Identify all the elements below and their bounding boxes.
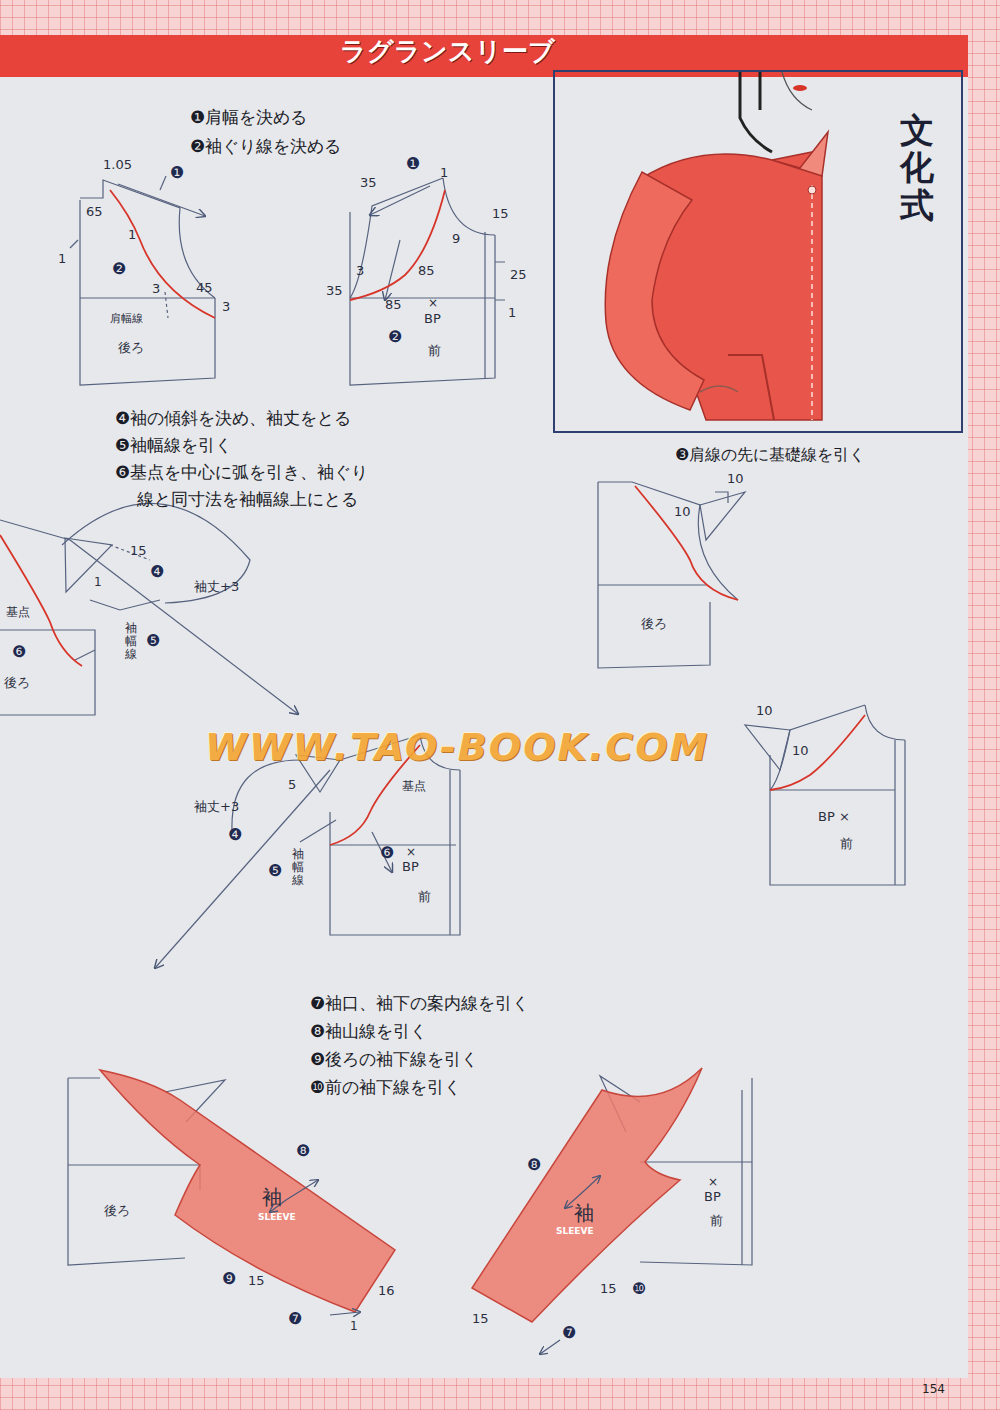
callout-number: ❼: [288, 1310, 302, 1328]
dimension-label: 1: [128, 228, 136, 243]
piece-name-label: 後ろ: [641, 617, 667, 632]
callout-number: ❺: [268, 862, 282, 880]
dimension-label: 10: [792, 744, 809, 759]
callout-number: ❷: [112, 260, 126, 278]
instruction-label: ❹袖の傾斜を決め、袖丈をとる: [115, 409, 351, 429]
instruction-label: ❶肩幅を決める: [190, 108, 307, 128]
dimension-label: 袖丈+3: [194, 580, 239, 595]
method-name: 文化式: [900, 112, 934, 224]
dimension-label: 3: [356, 264, 364, 279]
dimension-label: 35: [360, 176, 377, 191]
dimension-label: 15: [248, 1274, 265, 1289]
instruction-label: ❽袖山線を引く: [310, 1022, 427, 1042]
dimension-label: 16: [378, 1284, 395, 1299]
callout-number: ❺: [146, 632, 160, 650]
dimension-label: ×: [406, 846, 416, 860]
callout-number: ❷: [388, 328, 402, 346]
dimension-label: 3: [222, 300, 230, 315]
dimension-label: 35: [326, 284, 343, 299]
dimension-label: 85: [385, 298, 402, 313]
dimension-label: 15: [600, 1282, 617, 1297]
callout-number: ❾: [222, 1270, 236, 1288]
dimension-label: 25: [510, 268, 527, 283]
dimension-label: 45: [196, 281, 213, 296]
dimension-label: 15: [472, 1312, 489, 1327]
small-caps-label: SLEEVE: [258, 1212, 296, 1222]
small-caps-label: SLEEVE: [556, 1226, 594, 1236]
instruction-label: ❷袖ぐり線を決める: [190, 137, 341, 157]
watermark-label: WWW.TAO-BOOK.COM: [205, 726, 709, 770]
piece-name-label: BP ×: [818, 810, 850, 825]
callout-number: ❼: [562, 1324, 576, 1342]
dimension-line-name: 袖幅線: [125, 622, 137, 662]
dimension-label: 1.05: [103, 158, 132, 173]
piece-name-label: 基点: [6, 606, 30, 620]
piece-name-label: BP: [424, 312, 441, 327]
piece-name-label: 後ろ: [4, 676, 30, 691]
piece-name-label: 基点: [402, 780, 426, 794]
dimension-label: 10: [756, 704, 773, 719]
callout-number: ❶: [406, 155, 420, 173]
dimension-label: 1: [58, 252, 66, 267]
dimension-label: 65: [86, 205, 103, 220]
callout-number: ❿: [632, 1280, 646, 1298]
dimension-label: 1: [508, 306, 516, 321]
page-number-label: 154: [922, 1383, 945, 1397]
dimension-label: 85: [418, 264, 435, 279]
dimension-label: 10: [674, 505, 691, 520]
dimension-label: ×: [708, 1176, 718, 1190]
dimension-label: 袖丈+3: [194, 800, 239, 815]
instruction-label: ❸肩線の先に基礎線を引く: [675, 446, 865, 464]
piece-name-label: 袖: [262, 1186, 282, 1209]
dimension-label: 15: [492, 207, 509, 222]
dimension-label: 9: [452, 232, 460, 247]
title-text: ラグランスリーブ: [0, 37, 894, 67]
instruction-label: ❿前の袖下線を引く: [310, 1078, 461, 1098]
callout-number: ❹: [150, 563, 164, 581]
dimension-label: 1: [350, 1320, 358, 1334]
piece-name-label: 前: [710, 1214, 723, 1229]
callout-number: ❽: [296, 1142, 310, 1160]
dimension-label: 3: [152, 282, 160, 297]
instruction-label: 線と同寸法を袖幅線上にとる: [137, 490, 358, 510]
callout-number: ❻: [380, 844, 394, 862]
piece-name-label: 肩幅線: [110, 313, 143, 326]
callout-number: ❽: [527, 1156, 541, 1174]
piece-name-label: 後ろ: [104, 1204, 130, 1219]
dimension-label: 1: [440, 166, 448, 181]
piece-name-label: BP: [402, 860, 419, 875]
piece-name-label: 後ろ: [118, 341, 144, 356]
dimension-label: 15: [130, 544, 147, 559]
instruction-label: ❾後ろの袖下線を引く: [310, 1050, 478, 1070]
callout-number: ❶: [170, 164, 184, 182]
piece-name-label: 袖: [574, 1202, 594, 1225]
piece-name-label: BP: [704, 1190, 721, 1205]
piece-name-label: 前: [840, 837, 853, 852]
illustration-frame: 文化式: [553, 70, 963, 433]
piece-name-label: 前: [418, 890, 431, 905]
dimension-line-name: 袖幅線: [292, 848, 304, 888]
dimension-label: 1: [94, 576, 102, 590]
callout-number: ❻: [12, 643, 26, 661]
instruction-label: ❻基点を中心に弧を引き、袖ぐり: [115, 463, 368, 483]
dimension-label: 10: [727, 472, 744, 487]
instruction-label: ❺袖幅線を引く: [115, 436, 232, 456]
dimension-label: ×: [428, 297, 438, 311]
instruction-label: ❼袖口、袖下の案内線を引く: [310, 994, 529, 1014]
dimension-label: 5: [288, 778, 296, 793]
callout-number: ❹: [228, 826, 242, 844]
page-ground: [0, 35, 968, 1378]
piece-name-label: 前: [428, 344, 441, 359]
